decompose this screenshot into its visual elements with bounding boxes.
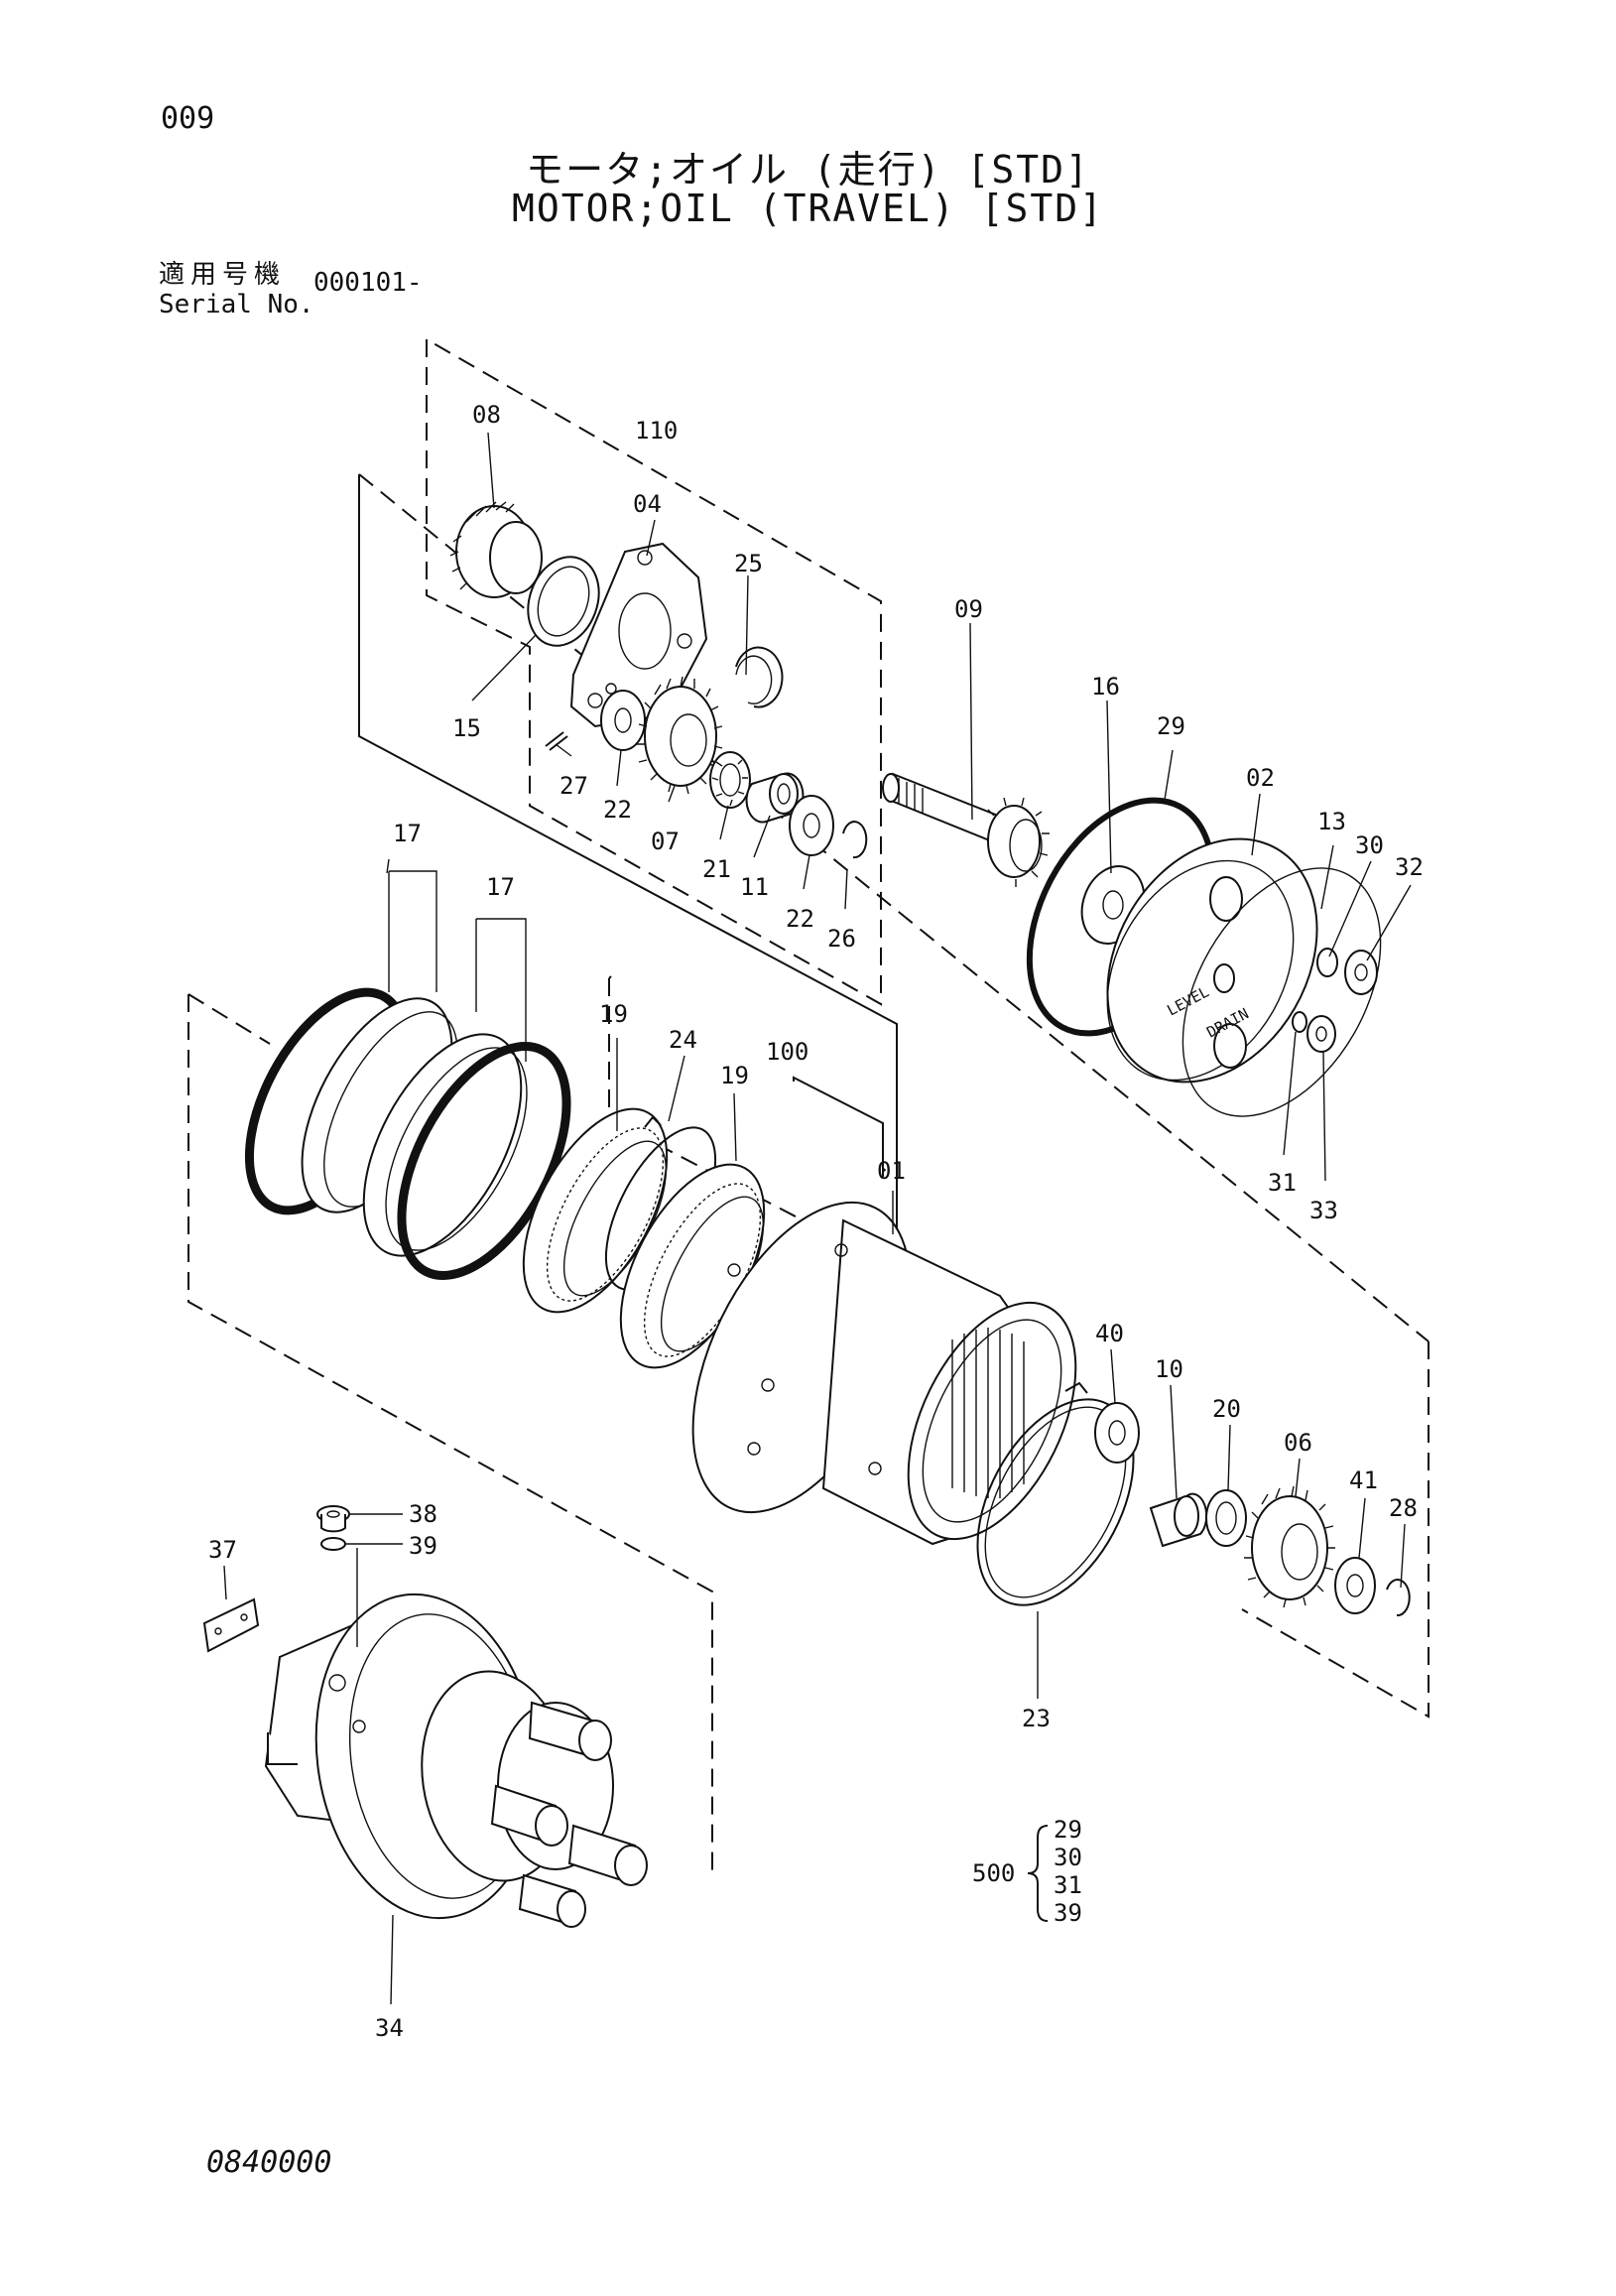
bushing-11 bbox=[745, 772, 805, 824]
main-right-boundary bbox=[1241, 1341, 1430, 1719]
travel-motor-34 bbox=[264, 1548, 648, 1928]
callout-16: 16 bbox=[1091, 673, 1120, 701]
callout-33: 33 bbox=[1309, 1197, 1338, 1224]
page-title-japanese: モータ;オイル (走行) [STD] bbox=[526, 148, 1090, 191]
callout-22b: 22 bbox=[786, 905, 814, 933]
callout-31: 31 bbox=[1268, 1169, 1297, 1197]
nameplate-37 bbox=[202, 1597, 260, 1653]
gasket-13 bbox=[1181, 867, 1382, 1117]
callout-40: 40 bbox=[1095, 1320, 1124, 1347]
callout-24: 24 bbox=[669, 1026, 697, 1054]
callout-110: 110 bbox=[635, 417, 678, 445]
callout-02: 02 bbox=[1246, 764, 1275, 792]
callout-39: 39 bbox=[409, 1532, 437, 1560]
callout-07: 07 bbox=[651, 828, 680, 855]
snap-ring-28 bbox=[1386, 1579, 1411, 1617]
callout-27: 27 bbox=[559, 772, 588, 800]
callout-13: 13 bbox=[1317, 808, 1346, 835]
pin-27 bbox=[545, 731, 568, 751]
bushing-10 bbox=[1149, 1492, 1208, 1548]
plug-33 bbox=[1306, 1015, 1336, 1053]
o-ring-31 bbox=[1292, 1011, 1307, 1033]
plug-38 bbox=[316, 1505, 350, 1533]
callout-32: 32 bbox=[1395, 853, 1424, 881]
thrust-washer-22a bbox=[600, 690, 646, 751]
serial-label-english: Serial No. bbox=[159, 290, 314, 319]
callout-19b: 19 bbox=[720, 1062, 749, 1089]
callout-34: 34 bbox=[375, 2014, 404, 2042]
solid-leaders bbox=[358, 474, 898, 1266]
callout-leaders bbox=[223, 432, 1412, 2005]
callout-21: 21 bbox=[702, 855, 731, 883]
kit-item-31: 31 bbox=[1054, 1871, 1082, 1899]
callout-100: 100 bbox=[766, 1038, 808, 1066]
assembly-110-boundary bbox=[426, 338, 882, 1006]
callout-37: 37 bbox=[208, 1536, 237, 1564]
kit-item-30: 30 bbox=[1054, 1844, 1082, 1871]
o-ring-30 bbox=[1316, 948, 1338, 977]
callout-38: 38 bbox=[409, 1500, 437, 1528]
thrust-washer-41 bbox=[1334, 1557, 1376, 1614]
callout-23: 23 bbox=[1022, 1705, 1051, 1732]
housing-ring-boundary bbox=[187, 994, 713, 1877]
o-ring-39 bbox=[320, 1537, 346, 1551]
callout-11: 11 bbox=[740, 873, 769, 901]
needle-bearing-20 bbox=[1205, 1489, 1247, 1547]
snap-ring-26 bbox=[842, 821, 868, 859]
document-code: 0840000 bbox=[206, 2145, 332, 2180]
callout-41: 41 bbox=[1349, 1467, 1378, 1494]
callout-08: 08 bbox=[472, 401, 501, 429]
callout-22a: 22 bbox=[603, 796, 632, 824]
snap-ring-25 bbox=[735, 646, 784, 708]
callout-04: 04 bbox=[633, 490, 662, 518]
callout-01: 01 bbox=[877, 1157, 906, 1185]
kit-number: 500 bbox=[972, 1859, 1015, 1887]
serial-number-range: 000101- bbox=[313, 268, 423, 298]
pinion-gear-08 bbox=[449, 501, 543, 598]
callout-29: 29 bbox=[1157, 712, 1185, 740]
callout-06: 06 bbox=[1284, 1429, 1312, 1457]
thrust-ring-15 bbox=[527, 556, 600, 647]
reduction-housing-01 bbox=[691, 1201, 1077, 1546]
callout-26: 26 bbox=[827, 925, 856, 953]
callout-15: 15 bbox=[452, 714, 481, 742]
callout-17a: 17 bbox=[393, 820, 422, 847]
kit-item-39: 39 bbox=[1054, 1899, 1082, 1927]
outer-ring-leader bbox=[187, 993, 271, 1045]
planet-gear-07 bbox=[637, 676, 723, 795]
page-number: 009 bbox=[161, 101, 215, 136]
kit-500-group: 500 29 30 31 39 bbox=[972, 1816, 1082, 1927]
group-100-tick bbox=[608, 975, 612, 979]
kit-brace bbox=[1027, 1825, 1049, 1922]
callout-17b: 17 bbox=[486, 873, 515, 901]
drive-shaft-09 bbox=[882, 772, 1050, 887]
callout-10: 10 bbox=[1155, 1355, 1183, 1383]
callout-09: 09 bbox=[954, 595, 983, 623]
callout-20: 20 bbox=[1212, 1395, 1241, 1423]
thrust-washer-22b bbox=[789, 795, 834, 856]
callout-28: 28 bbox=[1389, 1494, 1418, 1522]
callout-19a: 19 bbox=[599, 1000, 628, 1028]
washer-40 bbox=[1094, 1402, 1140, 1464]
planet-gear-06 bbox=[1244, 1485, 1335, 1608]
callout-labels: 08 110 04 25 15 27 22 07 21 11 22 26 09 … bbox=[208, 401, 1424, 2042]
motor-cover-02: LEVEL DRAIN bbox=[1106, 837, 1318, 1084]
kit-item-29: 29 bbox=[1054, 1816, 1082, 1844]
group-100-leader bbox=[793, 1076, 884, 1177]
needle-bearing-21 bbox=[709, 751, 751, 809]
serial-label-japanese: 適用号機 bbox=[159, 260, 287, 290]
callout-30: 30 bbox=[1355, 831, 1384, 859]
plug-32 bbox=[1344, 950, 1378, 995]
callout-25: 25 bbox=[734, 550, 763, 577]
page-title-english: MOTOR;OIL (TRAVEL) [STD] bbox=[511, 187, 1105, 230]
shaft-group-leader bbox=[358, 474, 898, 1266]
